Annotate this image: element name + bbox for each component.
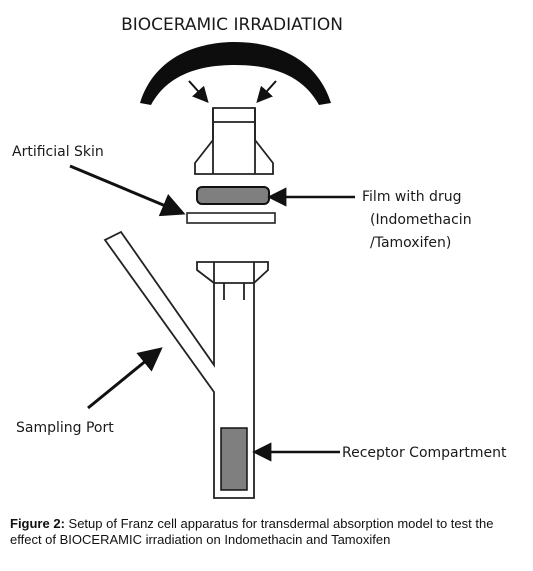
- receptor-fluid: [220, 427, 248, 491]
- caption-label: Figure 2:: [10, 516, 65, 531]
- irradiation-arrow-left: [188, 80, 209, 103]
- donor-chamber: [194, 107, 274, 175]
- caption-text: Setup of Franz cell apparatus for transd…: [10, 516, 494, 547]
- artificial-skin-arrow: [69, 164, 186, 217]
- drug-film-label-line2: (Indomethacin: [370, 212, 472, 228]
- sampling-port-label: Sampling Port: [16, 420, 114, 436]
- receptor-compartment-label: Receptor Compartment: [342, 445, 507, 461]
- drug-film-label-line3: /Tamoxifen): [370, 235, 451, 251]
- irradiation-lamp: [140, 42, 331, 105]
- artificial-skin-membrane: [186, 212, 276, 224]
- diagram-title: BIOCERAMIC IRRADIATION: [121, 15, 343, 35]
- drug-film: [196, 186, 270, 205]
- sampling-port-arrow: [87, 347, 163, 410]
- drug-film-label-line1: Film with drug: [362, 189, 461, 205]
- irradiation-arrow-right: [256, 80, 277, 103]
- artificial-skin-label: Artificial Skin: [12, 144, 104, 160]
- figure-caption: Figure 2: Setup of Franz cell apparatus …: [10, 516, 525, 548]
